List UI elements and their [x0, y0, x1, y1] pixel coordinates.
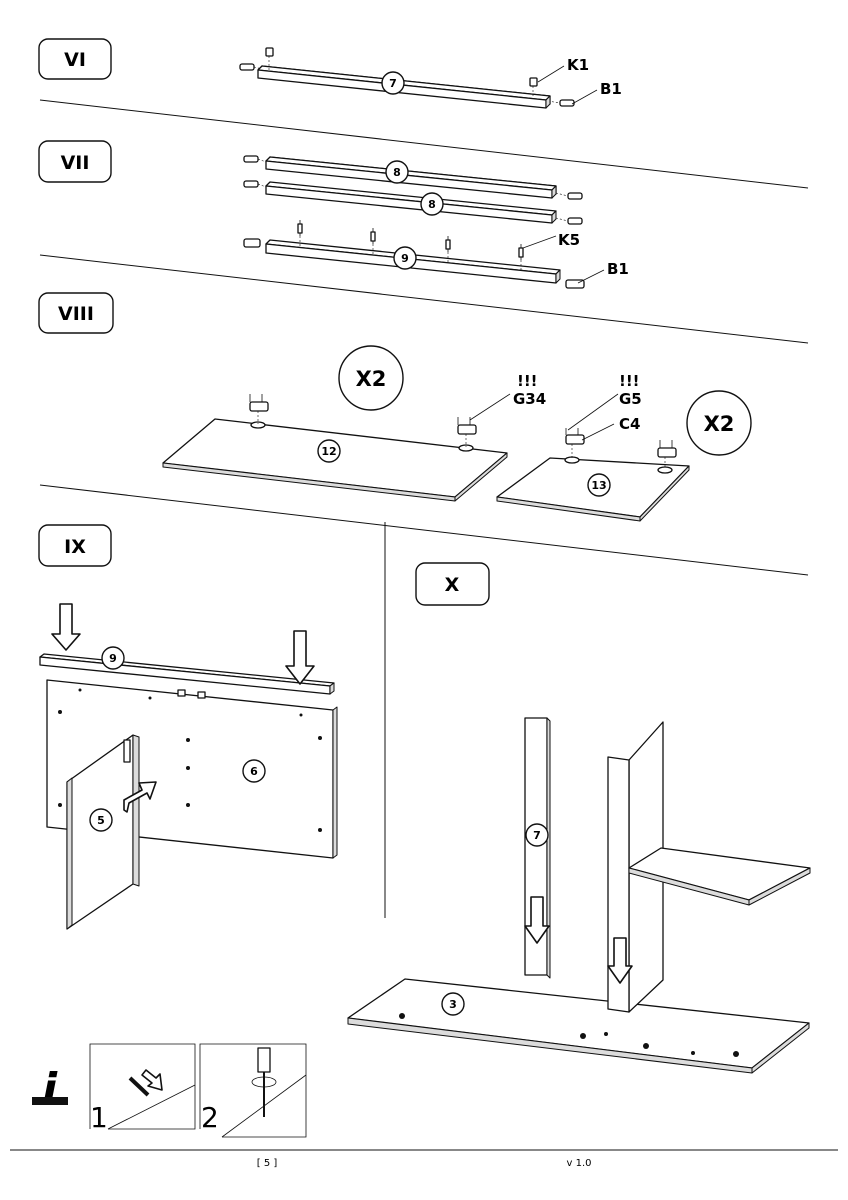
- down-arrow-icon: [524, 896, 550, 944]
- detail-2-number: 2: [201, 1101, 219, 1134]
- detail-1-number: 1: [90, 1101, 108, 1134]
- bracket-g34: [249, 394, 477, 452]
- step-ix-illustration: 9 6 5: [39, 603, 338, 930]
- push-arrow-icon: [123, 781, 157, 813]
- part-number-circle: [587, 473, 611, 497]
- down-arrow-icon: [285, 630, 315, 685]
- dowel: [239, 63, 255, 71]
- info-icon: i: [42, 1064, 58, 1115]
- step-vii-badge: VII: [38, 140, 112, 183]
- k5-label: K5: [558, 231, 580, 249]
- rotate-icon: [251, 1076, 277, 1088]
- step-vi-label: VI: [64, 49, 86, 71]
- step-x-badge: X: [415, 562, 490, 606]
- step-viii-label: VIII: [58, 303, 94, 325]
- part-9-number: 9: [401, 252, 409, 265]
- x2-right-label: X2: [704, 412, 735, 436]
- detail-box-1: [89, 1043, 196, 1130]
- part-8a-number: 8: [393, 166, 401, 179]
- part-number-circle: [420, 192, 444, 216]
- c4-label: C4: [619, 415, 640, 433]
- part-3-number: 3: [449, 998, 457, 1011]
- down-arrow-icon: [607, 937, 633, 984]
- step-vi-badge: VI: [38, 38, 112, 80]
- part-12-number: 12: [321, 445, 336, 458]
- screw-k5-set: [297, 220, 524, 270]
- step-x-illustration: 7 3: [347, 717, 811, 1074]
- version-label: v 1.0: [567, 1158, 592, 1169]
- bracket-g5: [564, 428, 677, 474]
- g34-label: G34: [513, 390, 546, 408]
- panel-3-fittings: [399, 1013, 739, 1057]
- info-inset: i 1 2: [32, 1043, 307, 1138]
- part-9-number: 9: [109, 652, 117, 665]
- warning-mark: !!!: [517, 372, 538, 390]
- step-vii-illustration: 8 8 9 K5 B1: [243, 155, 629, 289]
- down-arrow-icon: [51, 603, 81, 651]
- part-number-circle: [441, 992, 465, 1016]
- cam-lock-k1: [529, 77, 538, 87]
- page-footer: [ 5 ] v 1.0: [257, 1158, 592, 1169]
- section-dividers: [10, 99, 838, 1151]
- part-number-circle: [385, 160, 409, 184]
- part-6-number: 6: [250, 765, 258, 778]
- quantity-circle: [686, 390, 752, 456]
- part-5-number: 5: [97, 814, 105, 827]
- part-number-circle: [381, 71, 405, 95]
- panel-holes: [58, 688, 322, 832]
- part-number-circle: [525, 823, 549, 847]
- info-icon-underline: [32, 1097, 68, 1105]
- warning-mark: !!!: [619, 372, 640, 390]
- part-7-number: 7: [533, 829, 541, 842]
- part-7-number: 7: [389, 77, 397, 90]
- b1-label: B1: [607, 260, 629, 278]
- insert-arrow-icon: [141, 1069, 163, 1091]
- b1-label: B1: [600, 80, 622, 98]
- part-number-circle: [89, 808, 113, 832]
- step-x-label: X: [445, 574, 460, 596]
- dowel: [559, 99, 575, 107]
- quantity-circle: [338, 345, 404, 411]
- part-number-circle: [317, 439, 341, 463]
- k1-label: K1: [567, 56, 589, 74]
- part-13-number: 13: [591, 479, 606, 492]
- detail-box-2: [199, 1043, 307, 1138]
- screwdriver-icon: [257, 1047, 271, 1073]
- step-ix-badge: IX: [38, 524, 112, 567]
- part-number-circle: [101, 646, 125, 670]
- part-number-circle: [393, 246, 417, 270]
- step-vii-label: VII: [61, 152, 90, 174]
- page-number: [ 5 ]: [257, 1158, 278, 1169]
- part-8b-number: 8: [428, 198, 436, 211]
- x2-left-label: X2: [356, 367, 387, 391]
- panel-3: [347, 978, 810, 1069]
- step-viii-illustration: X2 X2 !!! G34 !!! G5 C4 12 13: [162, 345, 752, 522]
- step-vi-illustration: 7 K1 B1: [239, 47, 622, 109]
- step-viii-badge: VIII: [38, 292, 114, 334]
- g5-label: G5: [619, 390, 642, 408]
- step-ix-label: IX: [64, 536, 86, 558]
- cam-lock-k1: [265, 47, 274, 57]
- part-number-circle: [242, 759, 266, 783]
